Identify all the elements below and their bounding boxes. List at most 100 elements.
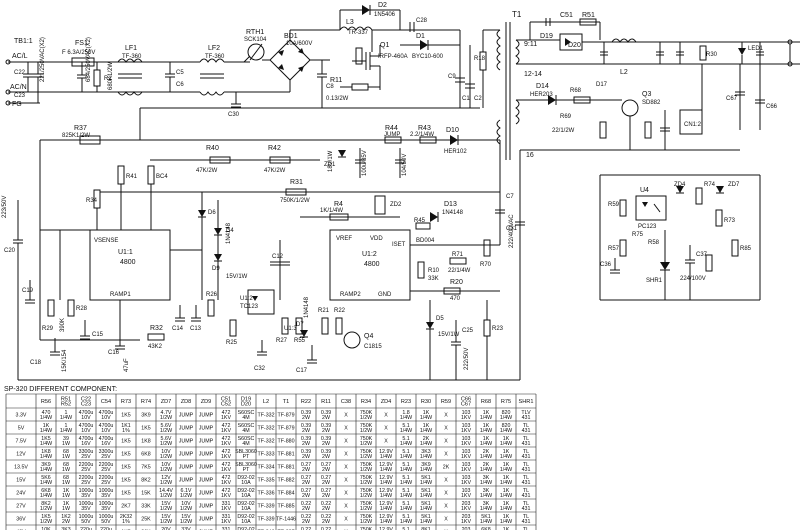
label-r31: R31: [290, 179, 303, 186]
table-cell: TF-334: [257, 465, 274, 471]
label-r18: R18: [474, 56, 486, 62]
label-c25: C25: [462, 328, 474, 334]
label-d2v: 1N5406: [374, 12, 396, 18]
label-tb1: TB1:1: [14, 38, 33, 45]
table-cell: X: [344, 439, 348, 445]
label-d9v: 15V/1W: [226, 274, 248, 280]
label-r34: R34: [86, 198, 98, 204]
label-r71: R71: [452, 252, 464, 258]
terminal-acn: [5, 89, 11, 95]
table-row-voltage: 15V: [16, 478, 26, 484]
table-cell: 5.11/4W: [400, 527, 412, 530]
table-cell: X: [344, 517, 348, 523]
table-cell: X: [444, 504, 448, 510]
label-r20v: 470: [450, 296, 461, 302]
label-r69v: 22/1/2W: [552, 128, 575, 134]
table-cell: X: [344, 426, 348, 432]
label-zd1v: 18V/1W: [328, 150, 334, 172]
label-bd1: BD1: [284, 33, 298, 40]
label-l3v: TR-337: [348, 30, 369, 36]
table-cell: TF-884: [277, 491, 294, 497]
label-ic1v: 4800: [120, 259, 136, 266]
label-acn: AC/N: [10, 84, 27, 91]
zener-zd1: [338, 150, 346, 157]
table-cell: JUMP: [199, 426, 214, 432]
choke-lf2: [199, 58, 225, 96]
table-cell: TF-1446: [276, 517, 296, 523]
table-cell: 7K5: [141, 465, 150, 471]
table-header-cell: ZD7: [161, 399, 172, 405]
label-ramp2: RAMP2: [340, 292, 361, 298]
label-d7: D7: [296, 322, 304, 328]
table-cell: 33V1/2W: [180, 527, 192, 530]
table-header-cell: ZD8: [181, 399, 192, 405]
label-c28: C28: [416, 18, 428, 24]
label-ramp1: RAMP1: [110, 292, 131, 298]
label-r25: R25: [226, 340, 238, 346]
label-r55: R55: [294, 338, 306, 344]
primary-section: [290, 5, 520, 160]
table-cell: TF-332: [257, 426, 274, 432]
table-header-cell: T1: [283, 399, 290, 405]
table-header-cell: R75: [501, 399, 511, 405]
label-c37v: 224/100V: [680, 276, 706, 282]
table-row-voltage: 24V: [16, 491, 26, 497]
table-cell: X: [444, 413, 448, 419]
table-cell: X: [444, 491, 448, 497]
table-cell: JUMP: [199, 452, 214, 458]
label-d10v: HER102: [444, 149, 467, 155]
label-c17: C17: [296, 368, 308, 374]
mosfet-q1: [352, 30, 381, 90]
label-r1: R1: [104, 76, 112, 82]
label-d13v: 1N4148: [442, 210, 464, 216]
table-row-voltage: 13.5V: [14, 465, 28, 471]
label-d17: D17: [596, 82, 608, 88]
label-lf1v: TF-360: [122, 54, 142, 60]
label-d7v: 1N4148: [304, 296, 310, 318]
label-pin911: 9:11: [524, 41, 537, 48]
label-r51: R51: [582, 12, 595, 19]
zener-zd7: [716, 186, 724, 193]
label-acl: AC/L: [12, 53, 28, 60]
label-r58: R58: [648, 240, 660, 246]
label-c26v: 104/50V: [402, 154, 408, 176]
